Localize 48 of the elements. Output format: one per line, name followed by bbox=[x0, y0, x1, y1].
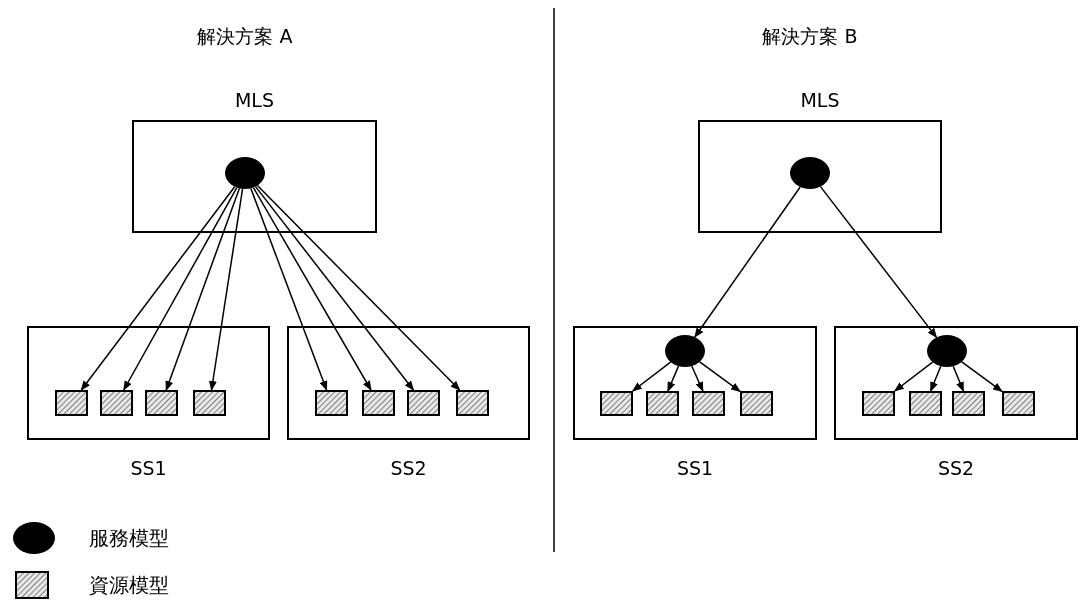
resource-model-square bbox=[862, 391, 895, 416]
arrow bbox=[632, 361, 672, 392]
resource-model-square bbox=[315, 390, 348, 416]
arrow bbox=[819, 185, 938, 339]
arrow bbox=[123, 186, 238, 391]
arrow bbox=[165, 187, 241, 391]
resource-model-square bbox=[600, 391, 633, 416]
box-heading: MLS bbox=[233, 88, 275, 112]
legend-label: 資源模型 bbox=[89, 572, 169, 599]
arrow bbox=[952, 365, 965, 392]
resource-model-square bbox=[55, 390, 88, 416]
resource-model-square bbox=[145, 390, 178, 416]
resource-model-square bbox=[909, 391, 942, 416]
resource-model-square bbox=[456, 390, 489, 416]
box-heading: SS1 bbox=[675, 456, 715, 480]
arrow bbox=[961, 361, 1003, 393]
arrow bbox=[254, 185, 415, 391]
arrow bbox=[691, 365, 704, 392]
box-heading: SS2 bbox=[389, 456, 428, 480]
resource-model-square bbox=[193, 390, 226, 416]
resource-model-square bbox=[740, 391, 773, 416]
arrow bbox=[80, 185, 236, 391]
resource-model-square bbox=[646, 391, 679, 416]
resource-model-square bbox=[952, 391, 985, 416]
box-heading: SS2 bbox=[936, 456, 976, 480]
resource-model-square bbox=[100, 390, 133, 416]
box-heading: MLS bbox=[799, 88, 841, 112]
service-model-circle bbox=[225, 157, 265, 189]
service-model-circle bbox=[665, 335, 705, 367]
arrow bbox=[256, 184, 461, 391]
arrow bbox=[694, 186, 801, 338]
arrow bbox=[252, 186, 372, 391]
arrow bbox=[699, 361, 741, 393]
resource-model-square bbox=[362, 390, 395, 416]
arrow bbox=[250, 187, 328, 391]
service-model-circle bbox=[927, 335, 967, 367]
arrow bbox=[208, 188, 244, 391]
solution-title: 解決方案 A bbox=[196, 24, 294, 49]
solution-title: 解決方案 B bbox=[761, 24, 859, 49]
resource-model-square bbox=[1002, 391, 1035, 416]
box-heading: SS1 bbox=[129, 456, 168, 480]
service-model-circle bbox=[790, 157, 830, 189]
legend-label: 服務模型 bbox=[89, 525, 169, 552]
resource-model-square bbox=[692, 391, 725, 416]
arrow bbox=[894, 361, 934, 392]
arrow bbox=[667, 365, 680, 392]
resource-model-square bbox=[407, 390, 440, 416]
arrow bbox=[929, 365, 942, 392]
